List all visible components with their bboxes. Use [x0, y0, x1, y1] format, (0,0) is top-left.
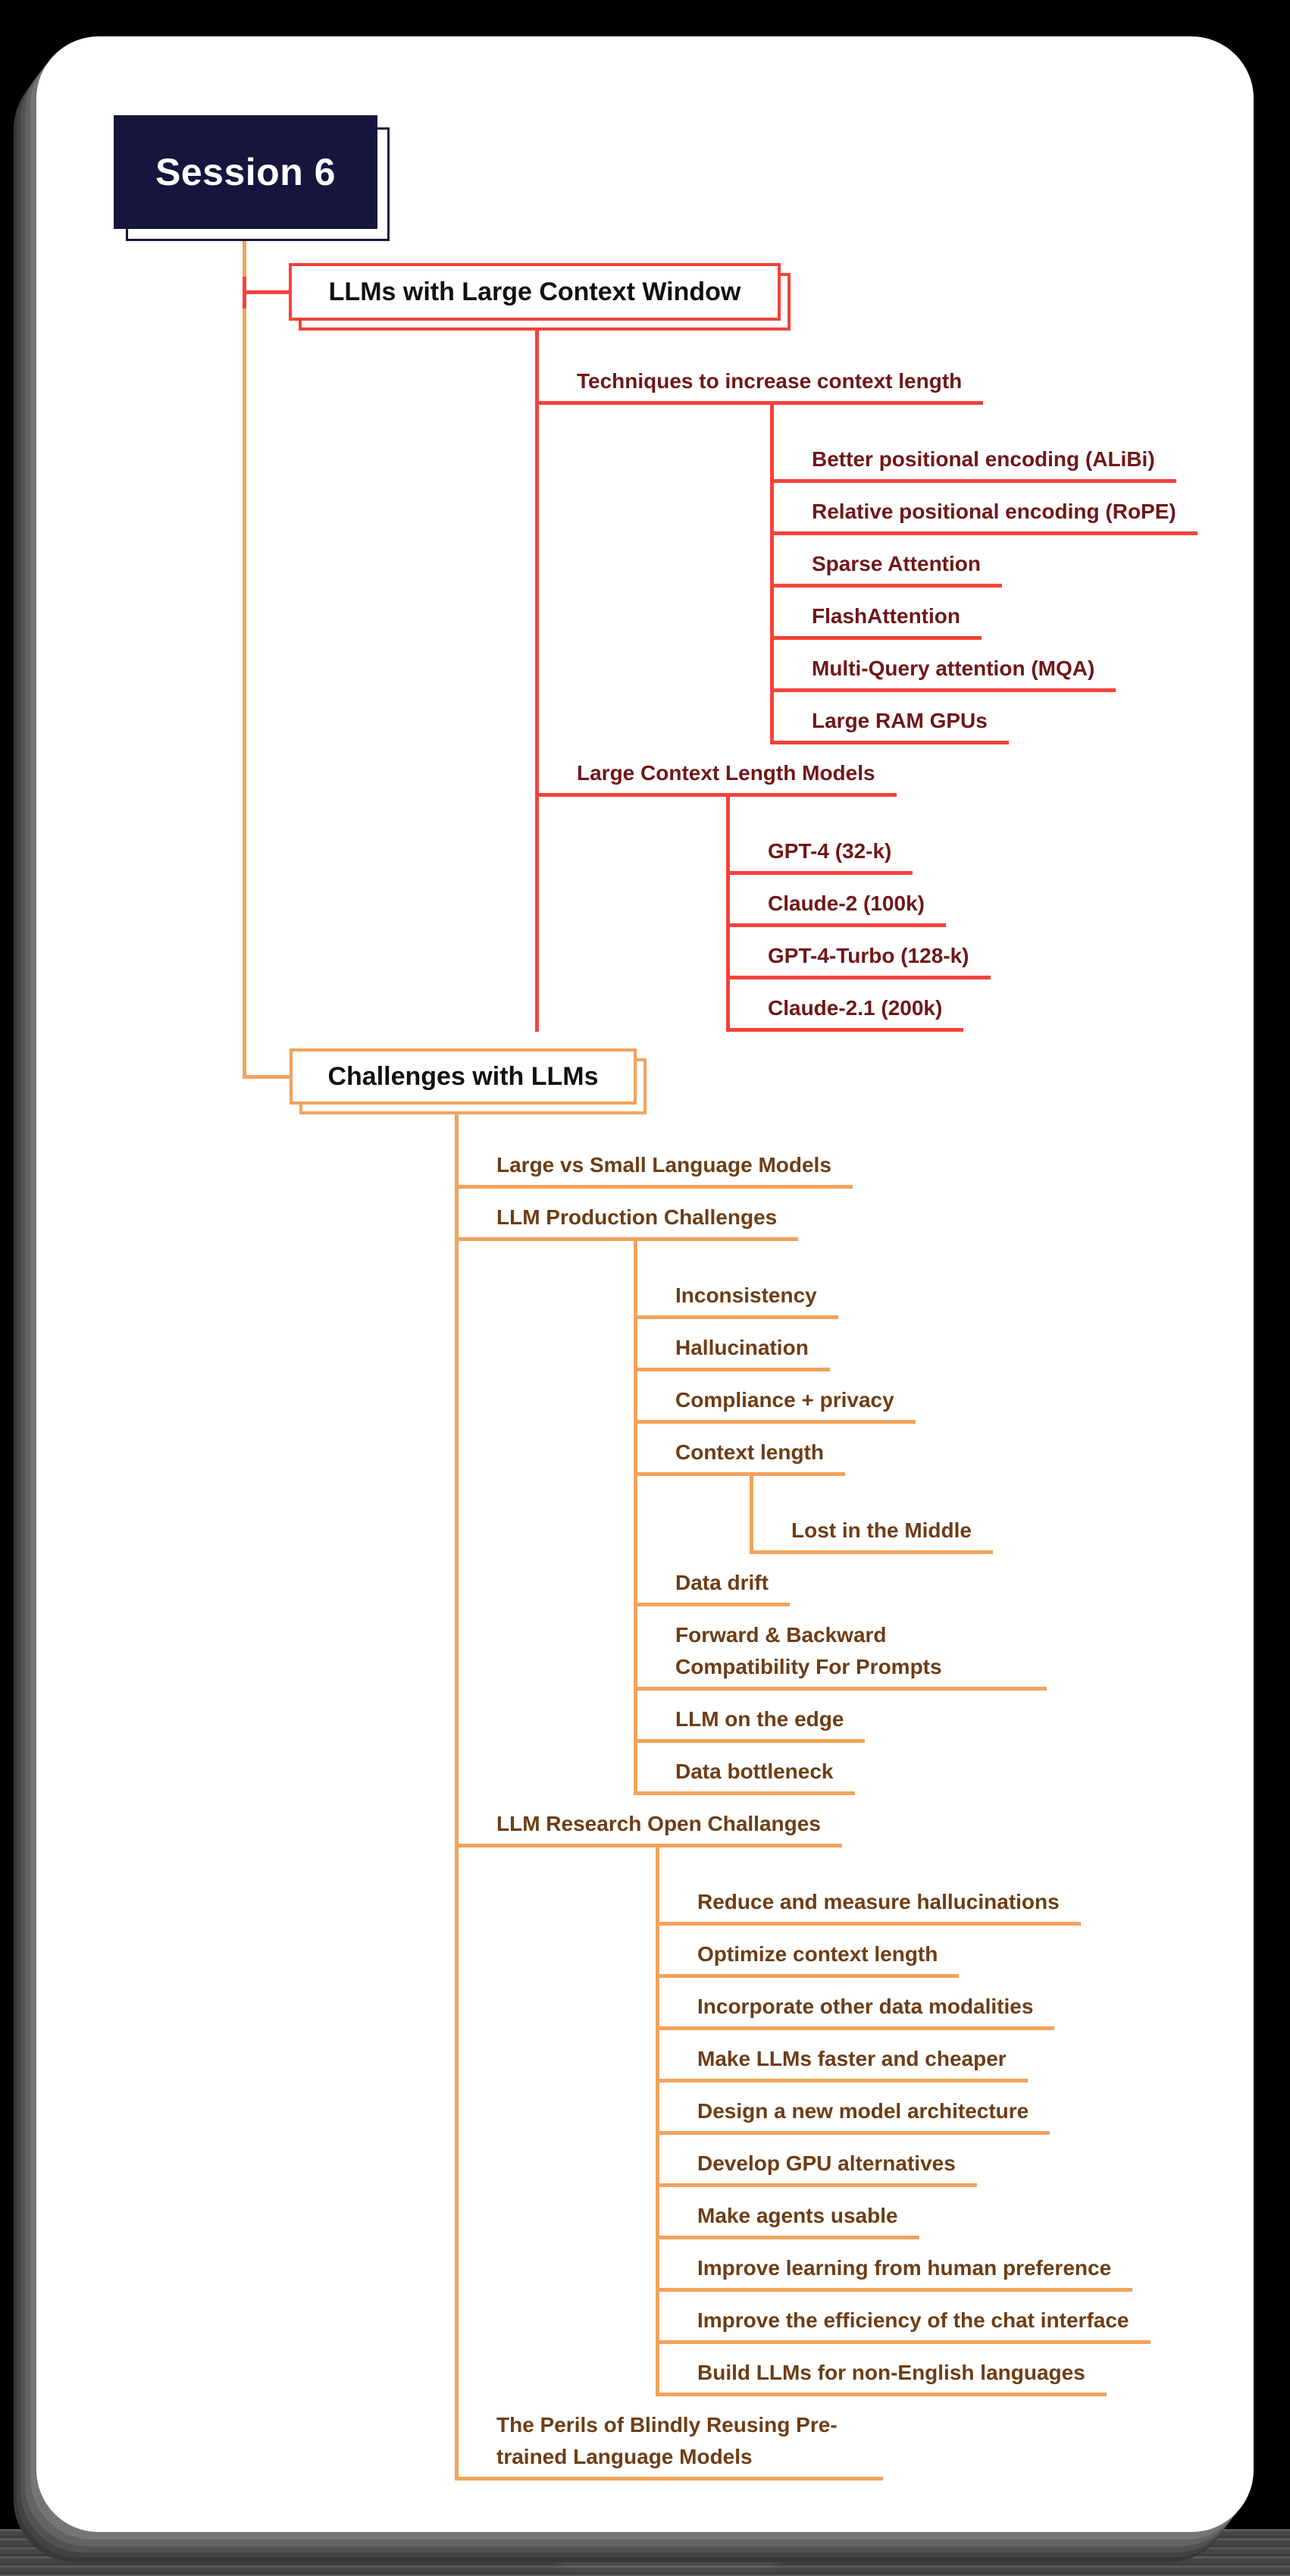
branch-box-llms-large-context: LLMs with Large Context Window [289, 263, 791, 331]
node-children-trunk: Lost in the Middle [750, 1476, 1151, 1554]
node-label: Better positional encoding (ALiBi) [774, 431, 1176, 483]
node-label: Incorporate other data modalities [659, 1978, 1055, 2030]
mindmap-node: Improve the efficiency of the chat inter… [659, 2292, 1151, 2344]
mindmap-node: Hallucination [637, 1319, 1151, 1371]
mindmap-node: Claude-2 (100k) [730, 875, 1198, 927]
mindmap-node: LLM on the edge [637, 1691, 1151, 1743]
node-label: Sparse Attention [774, 535, 1002, 588]
node-label: LLM Research Open Challanges [459, 1795, 842, 1847]
mindmap-node: Large RAM GPUs [774, 692, 1198, 744]
node-label: Hallucination [637, 1319, 830, 1371]
mindmap-node: Lost in the Middle [753, 1476, 1151, 1554]
mindmap-node: Better positional encoding (ALiBi) [774, 405, 1198, 483]
red-connector-line [243, 290, 289, 294]
node-label: Make LLMs faster and cheaper [659, 2030, 1028, 2082]
mindmap-node: Build LLMs for non-English languages [659, 2344, 1151, 2396]
footer-band [0, 2529, 1290, 2576]
node-label: Forward & Backward Compatibility For Pro… [637, 1606, 1047, 1691]
mindmap-node: Incorporate other data modalities [659, 1978, 1151, 2030]
mindmap-node: Make agents usable [659, 2187, 1151, 2239]
mindmap-node: Claude-2.1 (200k) [730, 979, 1198, 1032]
node-label: Data drift [637, 1554, 790, 1606]
mindmap-node: Relative positional encoding (RoPE) [774, 483, 1198, 535]
mindmap-node: Make LLMs faster and cheaper [659, 2030, 1151, 2082]
mindmap-node: Develop GPU alternatives [659, 2135, 1151, 2187]
node-label: Develop GPU alternatives [659, 2135, 977, 2187]
node-label: The Perils of Blindly Reusing Pre-traine… [459, 2396, 883, 2480]
node-label: GPT-4-Turbo (128-k) [730, 927, 991, 979]
branch-box-label: Challenges with LLMs [290, 1048, 637, 1105]
node-label: Make agents usable [659, 2187, 919, 2239]
mindmap-node: Inconsistency [637, 1241, 1151, 1319]
mindmap-node: Reduce and measure hallucinations [659, 1847, 1151, 1926]
node-label: Lost in the Middle [753, 1502, 993, 1554]
watermark [557, 2535, 777, 2567]
node-label: Relative positional encoding (RoPE) [774, 483, 1198, 535]
mindmap-node: Large vs Small Language Models [459, 1114, 1151, 1189]
mindmap-node: GPT-4 (32-k) [730, 797, 1198, 875]
mindmap-node: Data bottleneck [637, 1743, 1151, 1795]
branch-box-label: LLMs with Large Context Window [289, 263, 781, 321]
mindmap-node: GPT-4-Turbo (128-k) [730, 927, 1198, 979]
mindmap-node: FlashAttention [774, 588, 1198, 640]
node-label: LLM Production Challenges [459, 1189, 799, 1241]
node-label: Optimize context length [659, 1926, 960, 1978]
node-label: Design a new model architecture [659, 2082, 1050, 2135]
node-label: Reduce and measure hallucinations [659, 1873, 1081, 1926]
orange-connector-line [243, 1075, 290, 1079]
node-label: Context length [637, 1424, 845, 1476]
mindmap-node: Optimize context length [659, 1926, 1151, 1978]
node-label: Large RAM GPUs [774, 692, 1009, 744]
node-label: Techniques to increase context length [539, 353, 984, 405]
mindmap-node: Multi-Query attention (MQA) [774, 640, 1198, 692]
mindmap-node: Forward & Backward Compatibility For Pro… [637, 1606, 1151, 1691]
node-label: Compliance + privacy [637, 1371, 916, 1424]
node-label: Claude-2 (100k) [730, 875, 946, 927]
root-node-label: Session 6 [114, 115, 377, 229]
mindmap-node: Sparse Attention [774, 535, 1198, 588]
node-label: Improve the efficiency of the chat inter… [659, 2292, 1151, 2344]
main-trunk-line [243, 229, 246, 1079]
branch-box-challenges: Challenges with LLMs [290, 1048, 647, 1114]
node-label: Improve learning from human preference [659, 2239, 1133, 2292]
mindmap-node: Design a new model architecture [659, 2082, 1151, 2135]
mindmap-node: Compliance + privacy [637, 1371, 1151, 1424]
node-label: Multi-Query attention (MQA) [774, 640, 1116, 692]
node-label: Inconsistency [637, 1267, 838, 1319]
node-label: Build LLMs for non-English languages [659, 2344, 1107, 2396]
node-label: Large Context Length Models [539, 744, 897, 797]
node-label: Data bottleneck [637, 1743, 855, 1795]
node-label: Large vs Small Language Models [459, 1136, 853, 1189]
node-label: FlashAttention [774, 588, 982, 640]
node-children-trunk: Better positional encoding (ALiBi)Relati… [770, 405, 1198, 744]
node-label: Claude-2.1 (200k) [730, 979, 964, 1032]
mindmap-node: The Perils of Blindly Reusing Pre-traine… [459, 2396, 1151, 2480]
node-label: LLM on the edge [637, 1691, 866, 1743]
mindmap-card [36, 36, 1254, 2532]
mindmap-node: Data drift [637, 1554, 1151, 1606]
mindmap-root-node: Session 6 [114, 115, 390, 241]
node-label: GPT-4 (32-k) [730, 823, 913, 875]
mindmap-node: Improve learning from human preference [659, 2239, 1151, 2292]
node-children-trunk: GPT-4 (32-k)Claude-2 (100k)GPT-4-Turbo (… [726, 797, 1198, 1032]
